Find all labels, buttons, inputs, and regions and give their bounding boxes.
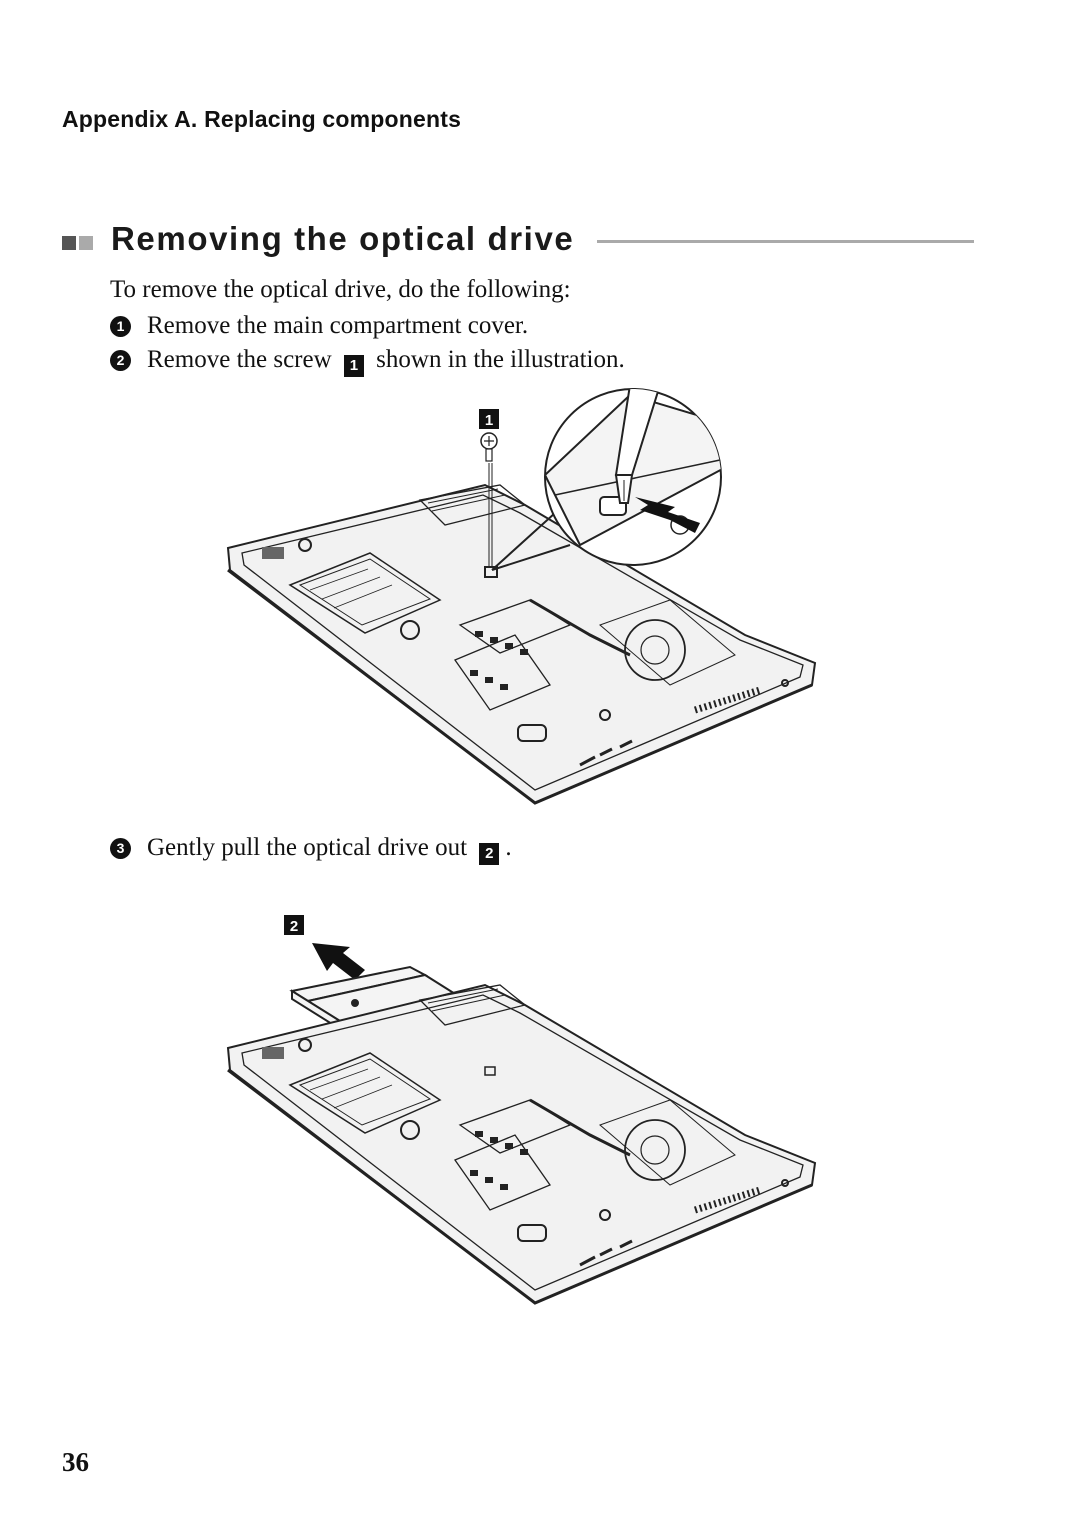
step-3: 3 Gently pull the optical drive out 2. bbox=[110, 834, 512, 865]
step-text: Remove the screw bbox=[147, 346, 332, 373]
step-1: 1 Remove the main compartment cover. bbox=[110, 312, 528, 340]
step-text: Gently pull the optical drive out bbox=[147, 834, 468, 861]
step-number: 2 bbox=[110, 350, 131, 371]
step-number: 3 bbox=[110, 838, 131, 859]
screw-icon bbox=[480, 432, 498, 567]
callout-label: 2 bbox=[290, 918, 298, 935]
callout-badge: 1 bbox=[343, 355, 364, 377]
intro-text: To remove the optical drive, do the foll… bbox=[110, 276, 571, 303]
laptop-base-illustration bbox=[226, 483, 817, 805]
section-title: Removing the optical drive bbox=[111, 220, 575, 257]
step-text: . bbox=[505, 834, 512, 861]
section-heading: Removing the optical drive bbox=[62, 220, 974, 264]
step-text: Remove the main compartment cover. bbox=[147, 312, 529, 339]
heading-rule bbox=[597, 240, 974, 243]
callout-badge: 2 bbox=[479, 843, 500, 865]
step-2: 2 Remove the screw 1 shown in the illustr… bbox=[110, 346, 625, 377]
step-text: shown in the illustration. bbox=[376, 346, 625, 373]
callout-badge-2: 2 bbox=[284, 915, 304, 935]
laptop-base-illustration bbox=[226, 983, 817, 1305]
figure-remove-screw: 1 bbox=[226, 388, 817, 805]
callout-badge-1: 1 bbox=[479, 409, 499, 429]
running-header: Appendix A. Replacing components bbox=[62, 106, 462, 132]
heading-bullets bbox=[62, 236, 96, 255]
callout-label: 1 bbox=[485, 412, 493, 429]
step-number: 1 bbox=[110, 316, 131, 337]
figure-pull-drive: 2 bbox=[226, 915, 817, 1305]
page-number: 36 bbox=[62, 1447, 89, 1477]
zoom-detail bbox=[544, 388, 722, 566]
pull-arrow-icon bbox=[312, 943, 365, 980]
